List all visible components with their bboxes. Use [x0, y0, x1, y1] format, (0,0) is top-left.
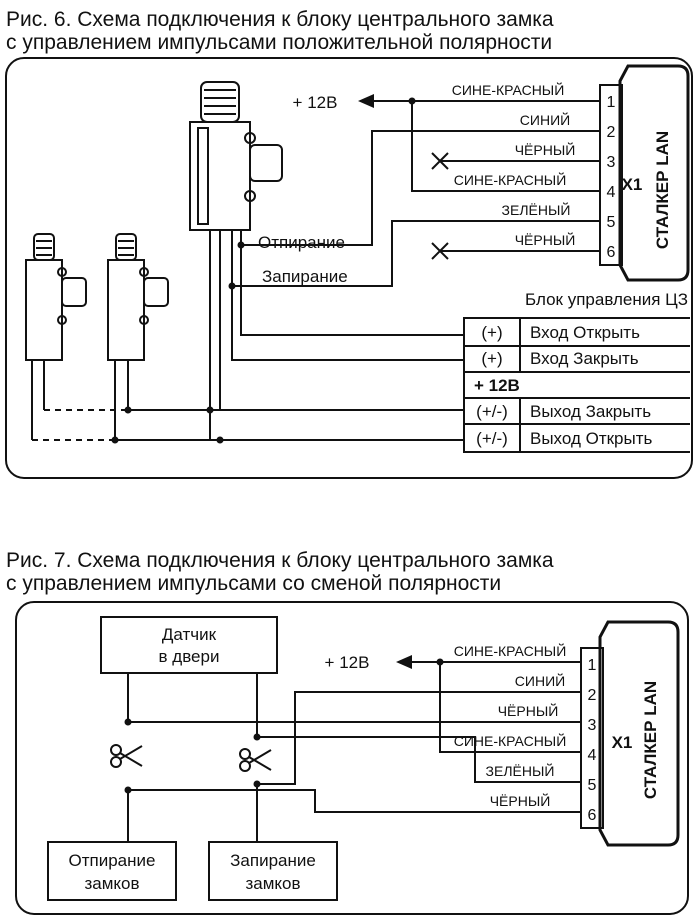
fig6-wire-label-3: ЧЁРНЫЙ [515, 141, 576, 158]
fig6-ecu-row4-pol: (+/-) [476, 402, 508, 421]
fig6-arrow-12v [358, 94, 374, 108]
fig7-caption-line1: Рис. 7. Схема подключения к блоку центра… [6, 549, 554, 572]
fig6-pin-5: 5 [607, 214, 616, 231]
fig6-ecu-row3-name: + 12В [474, 376, 520, 395]
fig6-wire-label-4: СИНЕ-КРАСНЫЙ [454, 171, 567, 188]
fig7-connector-label: X1 [612, 733, 633, 752]
fig7-connector-block [580, 647, 604, 829]
fig6-wire-5 [232, 220, 600, 287]
fig6-pin-numbers: 1 2 3 4 5 6 [607, 94, 616, 261]
fig7-wire-label-1: СИНЕ-КРАСНЫЙ [454, 642, 567, 659]
fig6-wires: + 12В СИНЕ-КРАСНЫЙ СИНИЙ ЧЁРНЫЙ СИНЕ-КРА… [232, 81, 600, 287]
fig6-wire-2 [258, 130, 600, 246]
fig7-sensor-box [100, 616, 278, 674]
fig7-wire-label-4: СИНЕ-КРАСНЫЙ [454, 732, 567, 749]
fig7-arrow-12v [396, 655, 412, 669]
fig6-wire-unlock-to-ecu [240, 244, 464, 336]
fig6-central-lock-unit: Блок управления ЦЗ (+) Вход Открыть (+) … [463, 290, 690, 453]
scissors-icon [110, 744, 143, 768]
fig7-pin-1: 1 [588, 657, 597, 674]
fig6-ecu-row5-name: Выход Открыть [530, 429, 652, 448]
fig6-ecu-row1-pol: (+) [481, 323, 502, 342]
fig7-pin-6: 6 [588, 807, 597, 824]
fig7-caption-line2: с управлением импульсами со сменой поляр… [6, 572, 502, 595]
fig6-cut-mark-6 [431, 242, 449, 260]
fig7-stalker-module: СТАЛКЕР LAN X1 1 2 3 4 5 6 [580, 620, 680, 847]
figure-7: СТАЛКЕР LAN X1 1 2 3 4 5 6 Датчик в двер… [15, 601, 689, 915]
fig6-ecu-frame [463, 317, 690, 453]
fig7-module-name: СТАЛКЕР LAN [641, 681, 660, 799]
fig6-pin-2: 2 [607, 124, 616, 141]
scissors-icon [239, 748, 272, 772]
fig6-ecu-title: Блок управления ЦЗ [525, 290, 688, 309]
fig7-pin-2: 2 [588, 687, 597, 704]
fig7-door-sensor: Датчик в двери [100, 616, 278, 674]
fig7-frame [15, 601, 689, 915]
fig6-pin-6: 6 [607, 244, 616, 261]
fig7-wire-6 [128, 789, 581, 813]
fig6-stalker-module: СТАЛКЕР LAN X1 1 2 3 4 5 6 [599, 64, 690, 282]
fig6-pin-3: 3 [607, 154, 616, 171]
fig6-master-actuator [189, 81, 283, 440]
fig7-wire-label-6: ЧЁРНЫЙ [490, 792, 551, 809]
fig7-module-body [598, 620, 680, 847]
fig6-slave-actuator-2 [107, 233, 169, 440]
fig7-lock-box: Запирание замков [208, 841, 338, 901]
fig7-pin-3: 3 [588, 717, 597, 734]
fig7-pin-4: 4 [588, 747, 597, 764]
fig7-pin-numbers: 1 2 3 4 5 6 [588, 657, 597, 824]
fig6-master-leads [209, 230, 242, 440]
fig7-plus12-label: + 12В [325, 653, 370, 672]
fig7-unlock-box: Отпирание замков [47, 841, 177, 901]
fig7-wires: + 12В СИНЕ-КРАСНЫЙ СИНИЙ ЧЁРНЫЙ СИНЕ-КРА… [128, 642, 581, 813]
fig6-master-side-housing [249, 144, 283, 182]
fig6-ecu-row5-pol: (+/-) [476, 429, 508, 448]
fig7-unlock-label-1: Отпирание [69, 851, 156, 870]
fig6-cut-mark-3 [431, 152, 449, 170]
fig6-caption-line2: с управлением импульсами положительной п… [6, 31, 553, 54]
fig6-ecu-row2-pol: (+) [481, 349, 502, 368]
fig6-wire-label-6: ЧЁРНЫЙ [515, 231, 576, 248]
fig6-connector-block [599, 84, 623, 266]
fig6-plus12-label: + 12В [293, 93, 338, 112]
fig6-pin-4: 4 [607, 184, 616, 201]
fig7-lock-label-2: замков [245, 874, 300, 893]
fig7-sensor-leads [124, 673, 261, 842]
fig6-ecu-row2-name: Вход Закрыть [530, 349, 639, 368]
fig7-lock-label-1: Запирание [230, 851, 316, 870]
fig6-ecu-row1-name: Вход Открыть [530, 323, 640, 342]
fig6-caption-line1: Рис. 6. Схема подключения к блоку центра… [6, 8, 554, 31]
fig6-wire-lock-to-ecu [231, 286, 464, 361]
fig6-unlock-label: Отпирание [258, 233, 345, 252]
fig6-frame [5, 57, 693, 479]
fig7-unlock-label-2: замков [84, 874, 139, 893]
fig6-ecu-row4-name: Выход Закрыть [530, 402, 651, 421]
fig7-wire-5 [257, 736, 581, 783]
fig6-module-name: СТАЛКЕР LAN [653, 131, 672, 249]
fig6-connector-label: X1 [622, 175, 643, 194]
fig7-wire-label-2: СИНИЙ [515, 672, 565, 689]
fig6-pin-1: 1 [607, 94, 616, 111]
fig6-module-body [618, 64, 690, 282]
fig6-wire-label-1: СИНЕ-КРАСНЫЙ [452, 81, 565, 98]
fig7-wire-label-5: ЗЕЛЁНЫЙ [486, 762, 555, 779]
fig7-pin-5: 5 [588, 777, 597, 794]
fig6-wire-label-5: ЗЕЛЁНЫЙ [502, 201, 571, 218]
figure-6: СТАЛКЕР LAN X1 1 2 3 4 5 6 + 12В [5, 57, 693, 479]
fig6-master-plunger [200, 81, 240, 123]
fig6-wire-label-2: СИНИЙ [520, 111, 570, 128]
fig7-sensor-label-2: в двери [159, 647, 220, 666]
fig6-lock-label: Запирание [262, 267, 348, 286]
fig6-slave-actuator-1 [25, 233, 87, 440]
fig7-wire-label-3: ЧЁРНЫЙ [498, 702, 559, 719]
fig7-sensor-label-1: Датчик [162, 625, 217, 644]
